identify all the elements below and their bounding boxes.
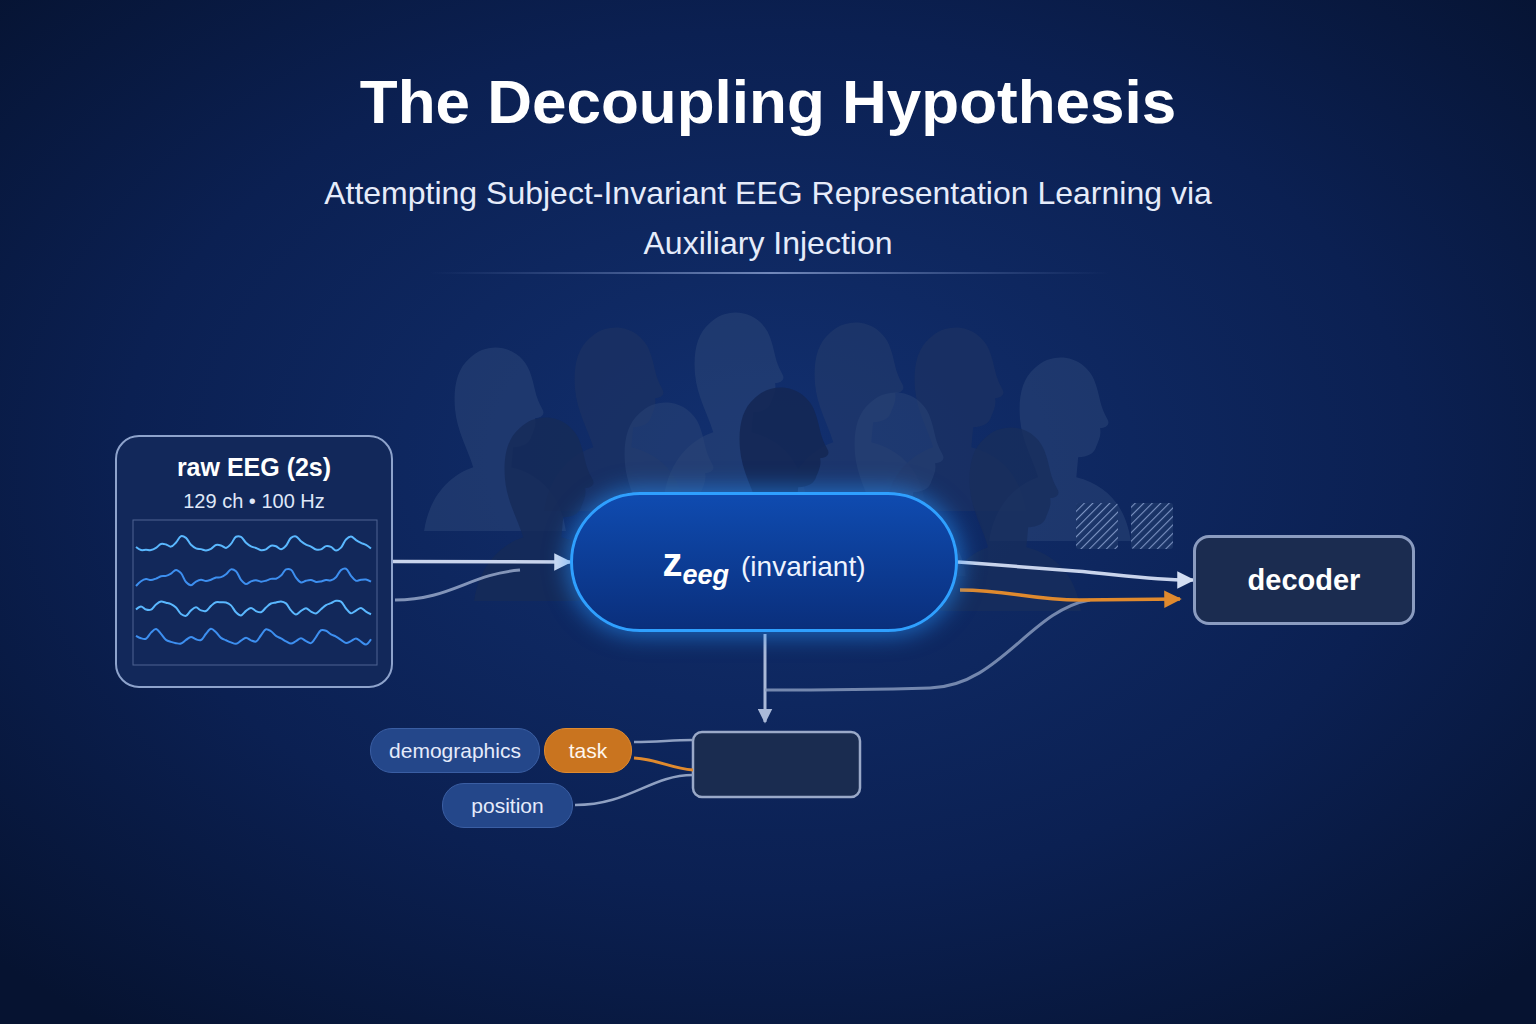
position-wire [575,775,693,805]
node-label: raw EEG (2s) [177,453,331,482]
node-label: decoder [1248,564,1361,597]
aux-pill: demographics [370,728,540,773]
input-wire [395,570,520,600]
eeg-wave [136,629,371,645]
task-orange-wire [634,758,693,770]
fusion-box [693,732,860,797]
eeg-waves [136,536,371,644]
node-sublabel: eeg [682,560,729,591]
node-label: z [662,540,682,585]
hatched-icons [1076,503,1173,549]
task-wire [634,740,693,742]
wave-frame [133,520,377,665]
flow-arrow [958,562,1193,580]
aux-pill: position [442,783,573,828]
decoder-box: decoder [1193,535,1415,625]
node-sublabel: 129 ch • 100 Hz [183,490,325,513]
divider-line [430,272,1110,274]
node-label: position [471,794,543,818]
injection-arrow [960,590,1180,600]
node-label: task [569,739,608,763]
text-row: zeeg(invariant) [662,540,865,585]
subtitle: Attempting Subject-Invariant EEG Represe… [308,168,1228,268]
eeg-wave [136,569,371,586]
latent-down-wire [764,634,767,722]
title: The Decoupling Hypothesis [0,66,1536,137]
node-label: demographics [389,739,521,763]
latent-pill: zeeg (invariant) [570,492,958,632]
eeg-wave [136,536,371,550]
node-sublabel: (invariant) [741,551,865,583]
flow-arrow [393,560,570,564]
eeg-wave [136,601,371,616]
aux-pill-task: task [544,728,632,773]
input-box: raw EEG (2s) 129 ch • 100 Hz [115,435,393,688]
